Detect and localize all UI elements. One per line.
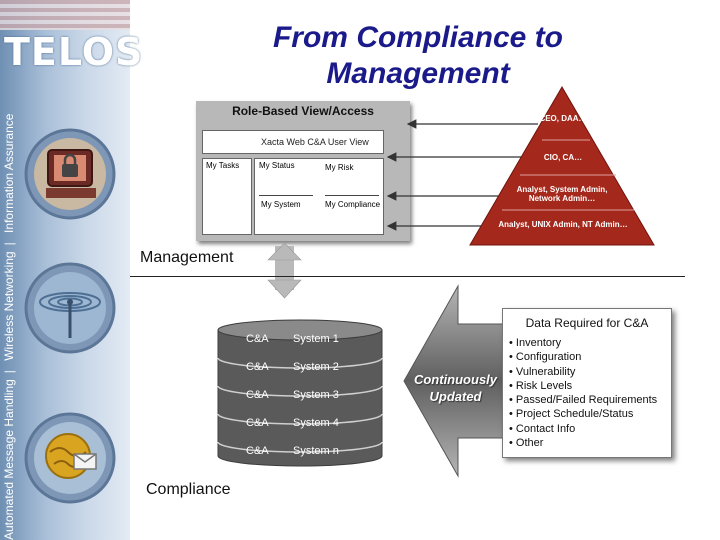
db-ca-label: C&A — [246, 445, 269, 457]
pyramid-level-cio: CIO, CA… — [543, 153, 583, 162]
my-risk-label: My Risk — [325, 163, 354, 172]
section-divider — [130, 276, 685, 277]
db-system-label: System n — [293, 445, 339, 457]
wireless-antenna-icon — [24, 262, 116, 354]
db-system-label: System 3 — [293, 389, 339, 401]
page-title: From Compliance to Management — [218, 20, 618, 92]
grid-divider — [325, 195, 379, 196]
list-item: Other — [509, 436, 657, 450]
database-stack — [217, 319, 383, 467]
db-system-label: System 2 — [293, 361, 339, 373]
list-item: Passed/Failed Requirements — [509, 393, 657, 407]
computer-lock-icon — [24, 128, 116, 220]
continuously-text: Continuously — [413, 372, 498, 387]
continuously-updated-label: Continuously Updated — [408, 371, 503, 405]
status-grid-pane: My Status My Risk My System My Complianc… — [254, 158, 384, 235]
my-tasks-label: My Tasks — [206, 161, 240, 170]
my-tasks-pane: My Tasks — [202, 158, 252, 235]
list-item: Configuration — [509, 350, 657, 364]
db-ca-label: C&A — [246, 333, 269, 345]
pyramid-level-unix-admin: Analyst, UNIX Admin, NT Admin… — [498, 220, 628, 229]
list-item: Inventory — [509, 336, 657, 350]
telos-logo: TELOS — [4, 30, 144, 74]
title-line-2: Management — [326, 57, 510, 90]
pyramid-level-system-admin: Analyst, System Admin, Network Admin… — [516, 185, 608, 203]
xacta-label: Xacta Web C&A User View — [261, 137, 369, 147]
data-required-box: Data Required for C&A Inventory Configur… — [502, 308, 672, 458]
db-system-label: System 1 — [293, 333, 339, 345]
updated-text: Updated — [429, 389, 482, 404]
management-label: Management — [140, 249, 234, 266]
compliance-label: Compliance — [146, 481, 231, 498]
title-line-1: From Compliance to — [272, 21, 564, 54]
flag-banner — [0, 0, 130, 30]
my-compliance-label: My Compliance — [325, 200, 381, 209]
globe-envelope-icon — [24, 412, 116, 504]
grid-divider — [259, 195, 313, 196]
my-status-label: My Status — [259, 161, 295, 170]
sidebar: TELOS — [0, 0, 142, 540]
list-item: Risk Levels — [509, 379, 657, 393]
db-ca-label: C&A — [246, 417, 269, 429]
data-required-title: Data Required for C&A — [525, 316, 649, 330]
list-item: Contact Info — [509, 422, 657, 436]
role-pyramid: CEO, DAA… CIO, CA… Analyst, System Admin… — [466, 85, 656, 252]
db-ca-label: C&A — [246, 389, 269, 401]
db-system-label: System 4 — [293, 417, 339, 429]
my-system-label: My System — [261, 200, 301, 209]
data-required-list: Inventory Configuration Vulnerability Ri… — [509, 336, 657, 450]
pyramid-level-ceo: CEO, DAA… — [539, 114, 587, 123]
role-panel-title: Role-Based View/Access — [232, 104, 374, 118]
list-item: Project Schedule/Status — [509, 407, 657, 421]
db-ca-label: C&A — [246, 361, 269, 373]
xacta-user-view-bar: Xacta Web C&A User View — [202, 130, 384, 154]
list-item: Vulnerability — [509, 365, 657, 379]
